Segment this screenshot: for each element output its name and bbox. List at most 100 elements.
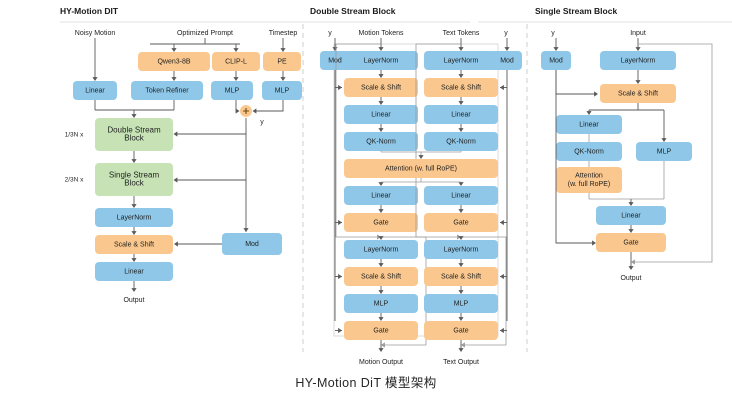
label-text-tokens: Text Tokens	[443, 30, 480, 37]
node-dsb-text-1-scale-shift: Scale & Shift	[424, 78, 498, 97]
node-layernorm-ssb-shape	[600, 51, 676, 70]
node-dsb-motion-1-scale-shift-label: Scale & Shift	[361, 84, 401, 91]
node-dsb-motion-3-qk-norm-shape	[344, 132, 418, 151]
node-dsb-text-3-qk-norm: QK-Norm	[424, 132, 498, 151]
node-dsb-text-7-scale-shift-label: Scale & Shift	[441, 273, 481, 280]
arrow-text-0-1	[458, 74, 464, 78]
node-attention-ssb-label: Attention	[575, 173, 603, 180]
arrow-y-modl	[332, 47, 338, 51]
node-dsb-motion-8-mlp-shape	[344, 294, 418, 313]
node-linear-proj-ssb-shape	[596, 206, 666, 225]
node-layernorm-out-label: LayerNorm	[117, 214, 152, 221]
skip-motion-2	[383, 236, 427, 346]
label-repeat-1-3n: 1/3N x	[65, 132, 85, 139]
node-gate-ssb-label: Gate	[623, 239, 638, 246]
node-mod-ssb: Mod	[541, 51, 571, 70]
node-dsb-motion-3-qk-norm-label: QK-Norm	[366, 138, 396, 145]
node-dsb-text-3-qk-norm-shape	[424, 132, 498, 151]
node-linear-qkv-ssb-shape	[556, 115, 622, 134]
node-scale-shift-ssb-shape	[600, 84, 676, 103]
node-double-stream-block-label: Double Stream	[107, 126, 161, 135]
arrow-mod-motion-1	[338, 84, 342, 91]
edge-ss-fanout-ssb	[588, 103, 664, 113]
input-timestep: Timestep	[269, 30, 298, 37]
arrow-ts-pe	[280, 48, 286, 52]
node-qk-norm-ssb-shape	[556, 142, 622, 161]
arrow-y-ssb	[173, 177, 178, 183]
node-attention-ssb-shape	[556, 167, 622, 193]
node-layernorm-ssb: LayerNorm	[600, 51, 676, 70]
skip-text-1	[415, 43, 461, 238]
node-scale-shift-ssb-label: Scale & Shift	[618, 90, 658, 97]
node-sum-plus-icon	[243, 108, 249, 114]
node-pe-label: PE	[277, 58, 287, 65]
node-dsb-text-5-gate-label: Gate	[453, 219, 468, 226]
arrow-in-text	[458, 47, 464, 51]
node-dsb-text-2-linear-shape	[424, 105, 498, 124]
node-attention-dsb-label: Attention (w. full RoPE)	[385, 165, 457, 172]
arrow-mod-text-5	[500, 219, 504, 226]
edge-mod-gate-ssb	[555, 70, 594, 244]
node-layernorm-out: LayerNorm	[95, 208, 173, 227]
node-scale-shift-out: Scale & Shift	[95, 235, 173, 254]
arrow-att-in	[418, 155, 424, 159]
edge-merge-bus	[94, 100, 175, 111]
node-mod-out: Mod	[222, 233, 282, 255]
node-dsb-motion-1-scale-shift: Scale & Shift	[344, 78, 418, 97]
node-qwen3-8b: Qwen3-8B	[138, 52, 210, 71]
arrow-merge-dsb	[131, 114, 137, 118]
arrow-mod-ss-ssb	[594, 91, 598, 97]
node-dsb-text-0-layernorm-shape	[424, 51, 498, 70]
node-pe-shape	[263, 52, 301, 71]
edge-att-mlp-merge-ssb	[588, 161, 665, 200]
node-dsb-motion-4-linear-shape	[344, 186, 418, 205]
arrow-mod-motion-7	[338, 273, 342, 280]
node-dsb-motion-2-linear-shape	[344, 105, 418, 124]
label-repeat-2-3n: 2/3N x	[65, 177, 85, 184]
node-dsb-motion-8-mlp: MLP	[344, 294, 418, 313]
arrow-mod-ss	[174, 241, 178, 247]
label-motion-tokens: Motion Tokens	[358, 30, 404, 37]
arrow-y-modr	[504, 47, 510, 51]
node-dsb-motion-4-linear-label: Linear	[371, 192, 391, 199]
arrow-noisy-linear	[92, 77, 98, 81]
figure-caption: HY-Motion DiT 模型架构	[295, 376, 437, 390]
arrow-motion-0-1	[378, 74, 384, 78]
node-dsb-motion-1-scale-shift-shape	[344, 78, 418, 97]
arrow-text-gate-ln	[458, 236, 464, 240]
node-mod-dsb-left-shape	[320, 51, 350, 70]
arrow-att-text-lin	[458, 182, 464, 186]
node-dsb-text-1-scale-shift-label: Scale & Shift	[441, 84, 481, 91]
node-dsb-text-9-gate-shape	[424, 321, 498, 340]
skip-text-2-head	[461, 342, 465, 348]
node-scale-shift-out-shape	[95, 235, 173, 254]
node-dsb-motion-3-qk-norm: QK-Norm	[344, 132, 418, 151]
arrow-text-4-5	[458, 209, 464, 213]
arrow-motion-gate-ln	[378, 236, 384, 240]
node-linear-qkv-ssb: Linear	[556, 115, 622, 134]
arrow-mod-motion-9	[338, 327, 342, 334]
node-dsb-text-5-gate: Gate	[424, 213, 498, 232]
arrow-ssb-ln	[131, 204, 137, 208]
arrow-clip-mlp	[233, 77, 239, 81]
arrow-mod-text-9	[500, 327, 504, 334]
edge-mod-ss-ssb	[555, 70, 596, 95]
edge-mlp2-sum	[253, 100, 284, 112]
arrow-y-dsb	[173, 131, 178, 137]
node-gate-ssb-shape	[596, 233, 666, 252]
node-single-stream-block-label: Single Stream	[109, 171, 160, 180]
node-dsb-text-7-scale-shift: Scale & Shift	[424, 267, 498, 286]
arrow-lin-out	[131, 288, 137, 292]
node-dsb-text-9-gate: Gate	[424, 321, 498, 340]
node-dsb-motion-2-linear-label: Linear	[371, 111, 391, 118]
node-mod-ssb-label: Mod	[549, 57, 563, 64]
node-mod-dsb-right: Mod	[492, 51, 522, 70]
node-gate-ssb: Gate	[596, 233, 666, 252]
node-attention-ssb-label: (w. full RoPE)	[568, 181, 610, 188]
node-dsb-text-8-mlp: MLP	[424, 294, 498, 313]
node-attention-dsb: Attention (w. full RoPE)	[344, 159, 498, 178]
label-y-ssb: y	[551, 30, 555, 37]
arrow-motion-8-9	[378, 317, 384, 321]
node-scale-shift-ssb: Scale & Shift	[600, 84, 676, 103]
